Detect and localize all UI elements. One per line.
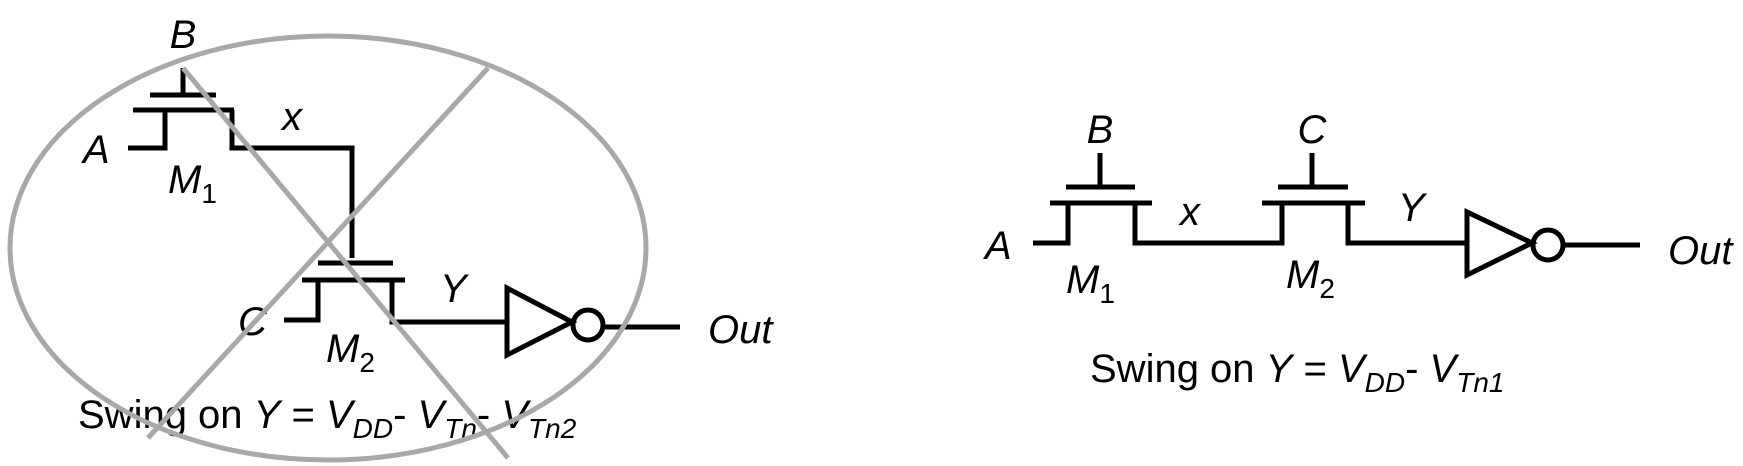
inverter-bubble [570,307,606,343]
m2-source-wire [284,280,321,323]
label-m1: M1 [168,158,217,209]
inverter-triangle [504,283,578,360]
m2r-drain-wire [1345,203,1467,246]
label-a-right: A [983,224,1012,268]
label-y: Y [440,267,470,311]
label-x: x [280,95,304,139]
transistor-m2-left [284,260,507,325]
left-circuit: B A x M1 C M2 Y Out Swing on Y = VDD- VT… [7,13,774,463]
label-b: B [170,13,197,57]
label-x-right: x [1178,190,1202,234]
m1-source-wire [128,110,168,151]
label-out: Out [708,308,774,352]
label-b-right: B [1087,108,1114,152]
m1r-source-wire [1033,203,1071,246]
inverter-triangle-right [1464,208,1538,280]
label-m2: M2 [326,327,375,378]
label-m1-right: M1 [1066,258,1115,309]
right-caption: Swing on Y = VDD- VTn1 [1090,347,1504,398]
label-m2-right: M2 [1286,253,1335,304]
transistor-m1-right [1033,153,1285,246]
m1r-drain-to-m2-source [1132,203,1285,246]
strike-ellipse [7,33,649,463]
inverter-bubble-right [1530,227,1566,263]
transistor-m2-right [1262,153,1467,246]
strike-line-up [146,66,490,440]
strike-out-overlay [7,33,649,463]
label-y-right: Y [1398,186,1428,230]
inverter-left [504,283,680,360]
inverter-right [1464,208,1640,280]
label-a: A [81,128,110,172]
strike-line-down [181,66,510,460]
right-circuit: B C A x Y M1 M2 Out Swing on Y = VDD- VT… [983,108,1734,398]
label-c-right: C [1298,108,1328,152]
label-out-right: Out [1668,229,1734,273]
